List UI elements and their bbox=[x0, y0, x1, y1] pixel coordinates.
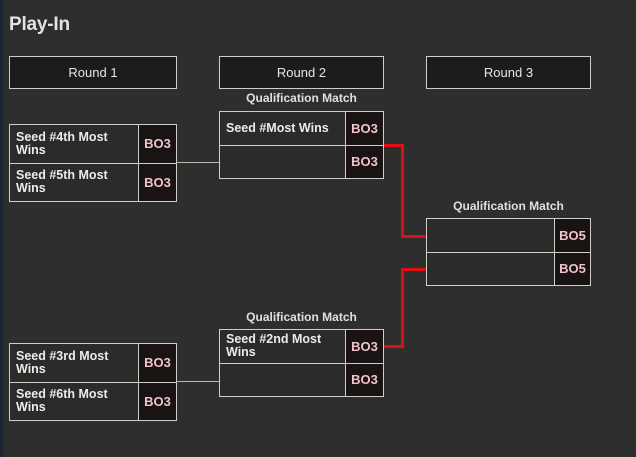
connector-r1m1-to-r2m1 bbox=[177, 162, 219, 163]
match-label-r2-m1: Qualification Match bbox=[246, 91, 357, 105]
team-name bbox=[220, 146, 345, 179]
match-format-badge: BO5 bbox=[554, 252, 590, 285]
match-r2-m1[interactable]: Seed #Most Wins BO3 BO3 bbox=[219, 111, 384, 179]
match-row[interactable]: BO5 bbox=[427, 219, 590, 252]
match-label-r2-m2: Qualification Match bbox=[246, 310, 357, 324]
match-row[interactable]: Seed #5th Most Wins BO3 bbox=[10, 162, 176, 201]
match-row[interactable]: Seed #4th Most Wins BO3 bbox=[10, 125, 176, 163]
match-row[interactable]: BO5 bbox=[427, 251, 590, 286]
team-name: Seed #Most Wins bbox=[226, 120, 329, 135]
team-name: Seed #4th Most Wins bbox=[16, 129, 108, 157]
connector-r2m1-down-red bbox=[401, 144, 404, 238]
connector-r2m2-out-red bbox=[384, 345, 404, 348]
connector-r2m1-out-red bbox=[384, 144, 404, 147]
match-format-badge: BO5 bbox=[554, 219, 590, 252]
page-title: Play-In bbox=[9, 14, 70, 35]
match-row[interactable]: Seed #6th Most Wins BO3 bbox=[10, 381, 176, 420]
match-r1-m1[interactable]: Seed #4th Most Wins BO3 Seed #5th Most W… bbox=[9, 124, 177, 202]
round-header-label: Round 2 bbox=[276, 65, 327, 80]
round-header-round-3[interactable]: Round 3 bbox=[426, 56, 591, 89]
team-name bbox=[220, 364, 345, 397]
match-row[interactable]: BO3 bbox=[220, 144, 383, 179]
connector-r2m2-in-red bbox=[401, 268, 429, 271]
team-name bbox=[427, 253, 554, 286]
match-row[interactable]: BO3 bbox=[220, 362, 383, 397]
match-label-r3-m1: Qualification Match bbox=[453, 199, 564, 213]
match-format-badge: BO3 bbox=[345, 330, 383, 363]
team-name: Seed #2nd Most Wins bbox=[226, 332, 322, 360]
match-format-badge: BO3 bbox=[138, 344, 176, 382]
match-format-badge: BO3 bbox=[345, 112, 383, 145]
round-header-label: Round 1 bbox=[68, 65, 118, 80]
connector-r2m1-in-red bbox=[401, 235, 429, 238]
team-name: Seed #3rd Most Wins bbox=[16, 348, 109, 376]
connector-r2m2-up-red bbox=[401, 268, 404, 348]
match-format-badge: BO3 bbox=[138, 382, 176, 420]
round-header-round-1[interactable]: Round 1 bbox=[9, 56, 177, 89]
match-row[interactable]: Seed #2nd Most Wins BO3 bbox=[220, 330, 383, 363]
team-name: Seed #5th Most Wins bbox=[16, 168, 108, 196]
team-name bbox=[427, 219, 554, 252]
team-name: Seed #6th Most Wins bbox=[16, 387, 108, 415]
match-format-badge: BO3 bbox=[345, 145, 383, 178]
left-edge-accent-strip bbox=[0, 0, 3, 457]
connector-r1m2-to-r2m2 bbox=[177, 381, 219, 382]
match-format-badge: BO3 bbox=[138, 163, 176, 201]
match-format-badge: BO3 bbox=[138, 125, 176, 163]
match-row[interactable]: Seed #3rd Most Wins BO3 bbox=[10, 344, 176, 382]
match-format-badge: BO3 bbox=[345, 363, 383, 396]
match-r3-m1[interactable]: BO5 BO5 bbox=[426, 218, 591, 286]
match-r1-m2[interactable]: Seed #3rd Most Wins BO3 Seed #6th Most W… bbox=[9, 343, 177, 421]
round-header-label: Round 3 bbox=[483, 65, 534, 80]
match-r2-m2[interactable]: Seed #2nd Most Wins BO3 BO3 bbox=[219, 329, 384, 397]
round-header-round-2[interactable]: Round 2 bbox=[219, 56, 384, 89]
match-row[interactable]: Seed #Most Wins BO3 bbox=[220, 112, 383, 145]
